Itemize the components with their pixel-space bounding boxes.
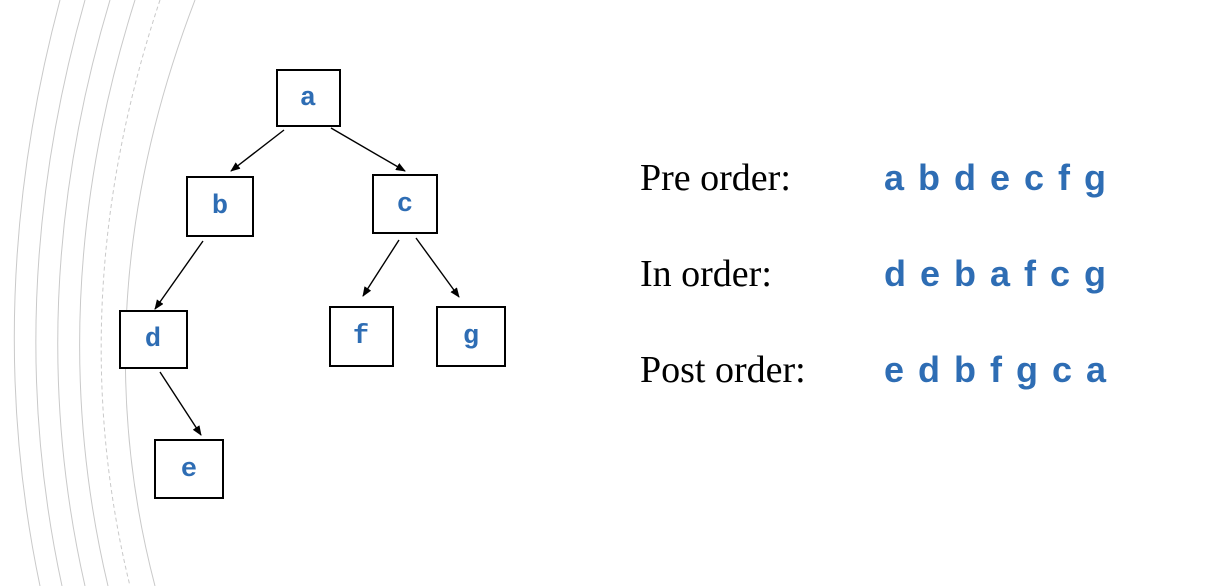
node-label: b <box>212 192 228 222</box>
traversal-list: Pre order: a b d e c f g In order: d e b… <box>640 150 1200 438</box>
tree-node-a: a <box>276 69 341 127</box>
traversal-label: Pre order: <box>640 157 791 199</box>
node-label: e <box>181 455 197 485</box>
edge-c-f <box>362 239 400 297</box>
node-label: c <box>397 190 413 220</box>
edge-d-e <box>159 371 202 436</box>
tree-node-e: e <box>154 439 224 499</box>
tree-node-f: f <box>329 306 394 367</box>
tree-node-d: d <box>119 310 188 369</box>
node-label: g <box>463 322 479 352</box>
traversal-row-postorder: Post order: e d b f g c a <box>640 342 1200 438</box>
traversal-sequence: a b d e c f g <box>884 157 1109 198</box>
traversal-sequence: e d b f g c a <box>884 349 1109 390</box>
node-label: a <box>300 84 316 114</box>
traversal-label: In order: <box>640 253 772 295</box>
node-label: f <box>353 322 369 352</box>
edge-c-g <box>415 237 460 298</box>
tree-node-b: b <box>186 176 254 237</box>
node-label: d <box>145 325 161 355</box>
traversal-row-inorder: In order: d e b a f c g <box>640 246 1200 342</box>
edge-b-d <box>154 240 204 310</box>
traversal-row-preorder: Pre order: a b d e c f g <box>640 150 1200 246</box>
edge-a-b <box>230 129 285 172</box>
tree-node-g: g <box>436 306 506 367</box>
edge-a-c <box>330 127 406 172</box>
tree-node-c: c <box>372 174 438 234</box>
traversal-label: Post order: <box>640 349 806 391</box>
traversal-sequence: d e b a f c g <box>884 253 1109 294</box>
